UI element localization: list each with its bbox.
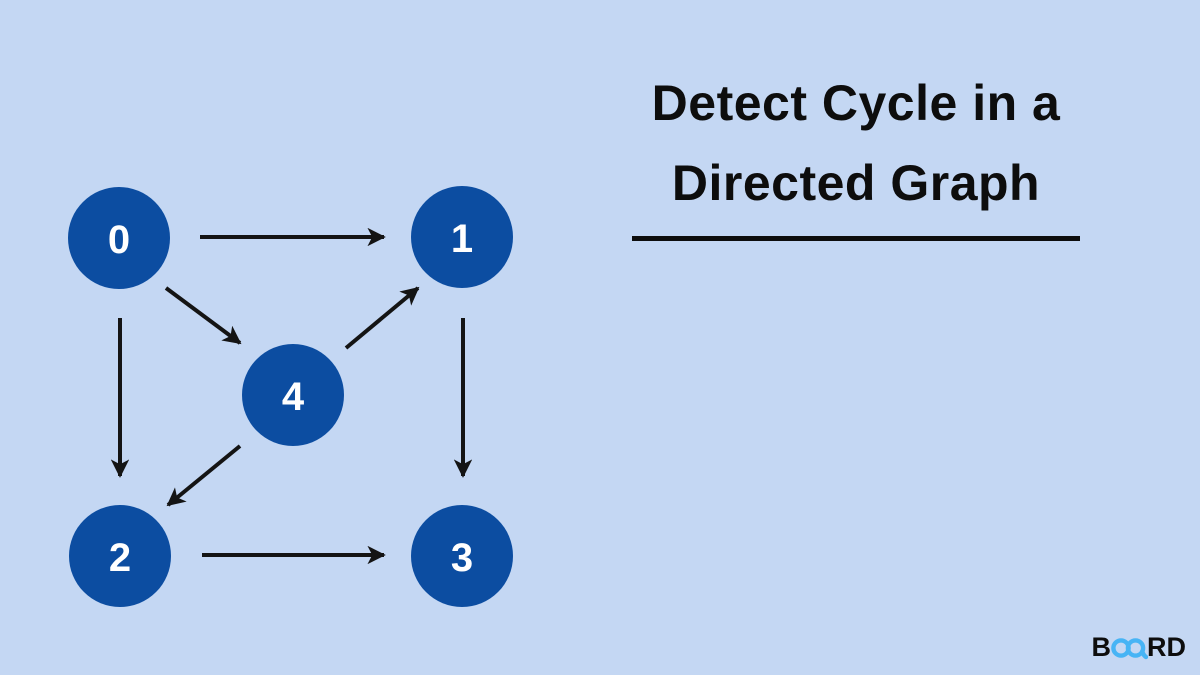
graph-node-label-0: 0 <box>108 218 130 262</box>
graph-node-label-4: 4 <box>282 375 305 419</box>
title-underline <box>632 236 1080 241</box>
edge-0-to-4 <box>164 286 242 345</box>
graph-node-3 <box>411 505 513 607</box>
logo-suffix: RD <box>1147 632 1186 662</box>
page-title-line-2: Directed Graph <box>671 155 1041 211</box>
edge-4-to-1 <box>344 286 420 350</box>
board-logo: B RD <box>1092 632 1187 663</box>
graph-node-0 <box>68 187 170 289</box>
edge-4-to-2 <box>166 444 242 507</box>
page-title: Detect Cycle in a Directed Graph <box>598 63 1114 223</box>
page-title-line-1: Detect Cycle in a <box>651 75 1061 131</box>
graph-node-2 <box>69 505 171 607</box>
graph-edges <box>110 227 473 565</box>
graph-node-label-3: 3 <box>451 536 473 580</box>
graph-node-label-1: 1 <box>451 217 473 261</box>
graph-node-label-2: 2 <box>109 536 131 580</box>
directed-graph-figure: 0 1 4 2 3 <box>68 186 513 607</box>
graph-nodes: 0 1 4 2 3 <box>68 186 513 607</box>
logo-prefix: B <box>1091 632 1112 662</box>
infinity-icon <box>1111 637 1148 659</box>
graph-node-1 <box>411 186 513 288</box>
graph-node-4 <box>242 344 344 446</box>
